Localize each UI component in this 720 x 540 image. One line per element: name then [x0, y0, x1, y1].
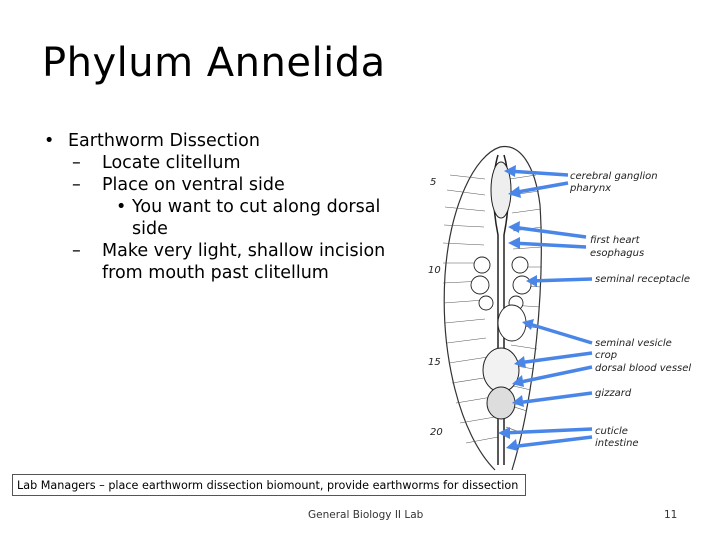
- arrow-heads: [498, 165, 537, 451]
- arrow-first-heart: [511, 225, 587, 239]
- body-outline: [443, 145, 542, 471]
- segment-number: 20: [430, 427, 443, 438]
- earthworm-diagram: 5 10 15 20 cerebral ganglion pharynx fir…: [428, 145, 691, 471]
- bullet-dash: –: [72, 241, 81, 261]
- label-crop: crop: [595, 350, 617, 361]
- bullet-dash: –: [72, 175, 81, 195]
- label-first-heart: first heart: [590, 235, 641, 246]
- arrow-cerebral-ganglion: [507, 169, 569, 177]
- arrow-esophagus: [511, 241, 587, 249]
- bullet-level2: – Locate clitellum: [44, 152, 414, 174]
- segment-number: 15: [428, 357, 441, 368]
- arrow-cuticle: [501, 427, 593, 435]
- arrow-crop: [517, 351, 593, 365]
- slide-title: Phylum Annelida: [42, 40, 386, 86]
- bullet-text: Earthworm Dissection: [68, 131, 260, 151]
- segment-number: 10: [428, 265, 441, 276]
- arrow-pharynx: [511, 181, 569, 195]
- label-cuticle: cuticle: [595, 426, 628, 437]
- bullet-level2: – Make very light, shallow incision from…: [44, 240, 414, 284]
- bullet-dot: •: [44, 131, 55, 151]
- label-gizzard: gizzard: [595, 388, 632, 399]
- bullet-dash: –: [72, 153, 81, 173]
- label-seminal-receptacle: seminal receptacle: [595, 274, 690, 285]
- label-seminal-vesicle: seminal vesicle: [595, 338, 672, 349]
- footer-course: General Biology II Lab: [308, 509, 424, 521]
- arrow-seminal-vesicle: [525, 321, 593, 345]
- arrow-intestine: [509, 435, 593, 449]
- segment-number: 5: [430, 177, 436, 188]
- arrow-gizzard: [515, 391, 593, 405]
- crop-shape: [482, 347, 520, 393]
- bullet-dot: •: [116, 197, 127, 217]
- label-esophagus: esophagus: [590, 248, 644, 259]
- bullet-text: Make very light, shallow incision from m…: [102, 241, 386, 283]
- bullet-text: You want to cut along dorsal side: [132, 197, 381, 239]
- bullet-level1: • Earthworm Dissection: [44, 130, 414, 152]
- bullet-text: Place on ventral side: [102, 175, 285, 195]
- bullet-level3: • You want to cut along dorsal side: [44, 196, 414, 240]
- bullet-level2: – Place on ventral side: [44, 174, 414, 196]
- lab-manager-note: Lab Managers – place earthworm dissectio…: [12, 474, 526, 496]
- slide-number: 11: [664, 509, 678, 521]
- label-pharynx: pharynx: [569, 183, 611, 194]
- label-dorsal-blood-vessel: dorsal blood vessel: [595, 363, 691, 374]
- label-intestine: intestine: [595, 438, 639, 449]
- gizzard-shape: [486, 386, 516, 420]
- bullet-text: Locate clitellum: [102, 153, 241, 173]
- label-cerebral-ganglion: cerebral ganglion: [570, 171, 658, 182]
- arrow-dorsal-blood-vessel: [515, 365, 593, 385]
- seminal-organs: [470, 256, 532, 342]
- pointer-arrows: [501, 169, 593, 449]
- pharynx-shape: [490, 161, 512, 219]
- bullet-list: • Earthworm Dissection – Locate clitellu…: [44, 130, 414, 284]
- arrow-seminal-receptacle: [529, 277, 593, 283]
